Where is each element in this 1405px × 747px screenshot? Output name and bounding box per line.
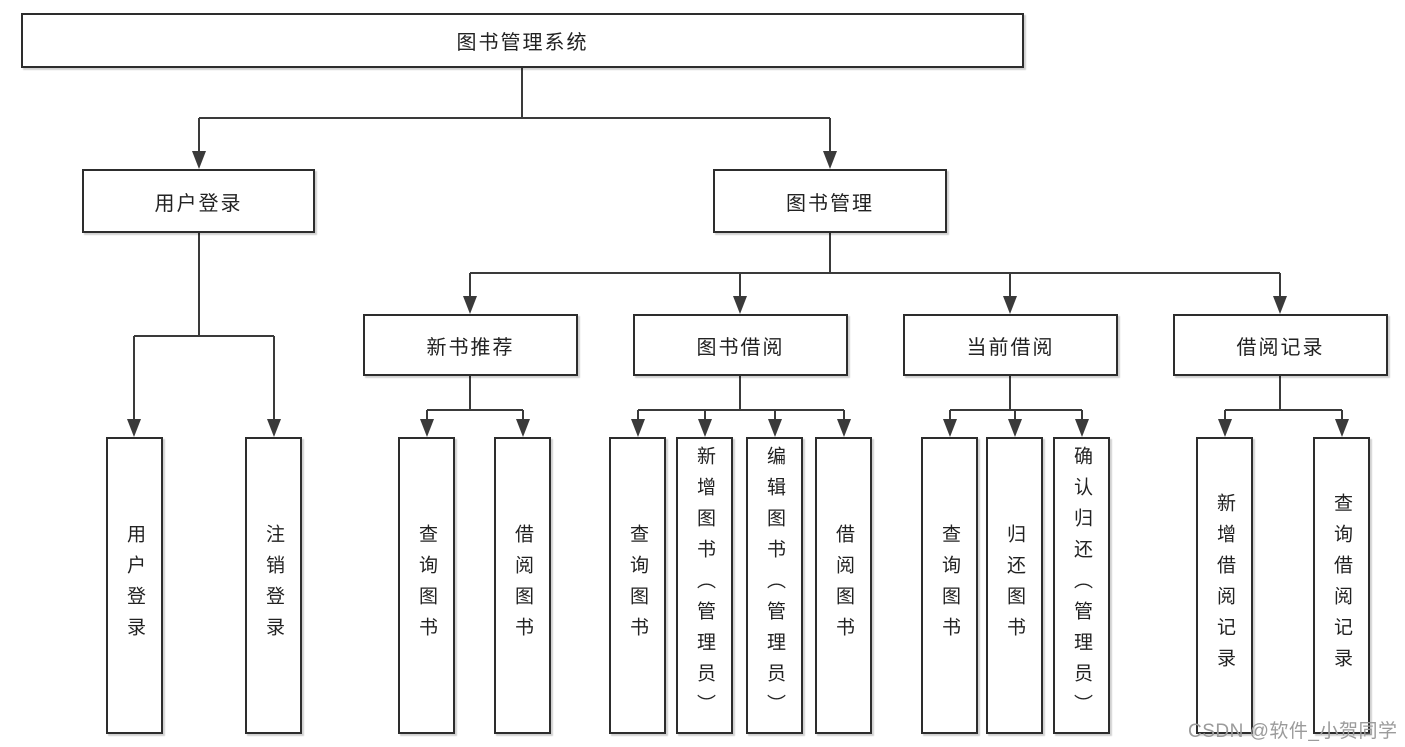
- connector-borrow-record-branch: [1218, 376, 1349, 437]
- leaf-return-book: 归还图书: [986, 437, 1043, 734]
- leaf-edit-book-admin: 编辑图书（管理员）: [746, 437, 803, 734]
- node-user-login: 用户登录: [82, 169, 315, 233]
- node-label: 图书管理: [786, 192, 874, 215]
- node-label: 用户登录: [124, 523, 145, 648]
- node-label: 确认归还（管理员）: [1071, 446, 1092, 725]
- node-label: 当前借阅: [966, 336, 1055, 359]
- node-label: 用户登录: [154, 192, 243, 215]
- leaf-query-book-rec: 查询图书: [398, 437, 455, 734]
- node-label: 借阅图书: [833, 523, 854, 648]
- connector-new-book-rec-branch: [420, 376, 530, 437]
- node-label: 图书借阅: [696, 336, 785, 359]
- node-new-book-rec: 新书推荐: [363, 314, 578, 376]
- node-root-system: 图书管理系统: [21, 13, 1024, 68]
- connector-root-to-level2: [192, 68, 837, 169]
- node-label: 归还图书: [1004, 523, 1025, 648]
- node-book-borrow: 图书借阅: [633, 314, 848, 376]
- node-borrow-record: 借阅记录: [1173, 314, 1388, 376]
- node-label: 借阅记录: [1236, 336, 1325, 359]
- node-label: 查询图书: [939, 523, 960, 648]
- node-label: 图书管理系统: [456, 32, 589, 54]
- node-current-borrow: 当前借阅: [903, 314, 1118, 376]
- node-book-mgmt: 图书管理: [713, 169, 947, 233]
- node-label: 查询图书: [416, 523, 437, 648]
- leaf-borrow-book-rec: 借阅图书: [494, 437, 551, 734]
- node-label: 借阅图书: [512, 523, 533, 648]
- node-label: 注销登录: [263, 523, 284, 648]
- leaf-query-book-current: 查询图书: [921, 437, 978, 734]
- watermark: CSDN @软件_小贺同学: [1188, 721, 1398, 742]
- node-label: 查询图书: [627, 523, 648, 648]
- leaf-query-book-borrow: 查询图书: [609, 437, 666, 734]
- connector-user-login-branch: [127, 233, 281, 437]
- leaf-user-login: 用户登录: [106, 437, 163, 734]
- node-label: 编辑图书（管理员）: [764, 446, 785, 725]
- connector-current-borrow-branch: [943, 376, 1089, 437]
- node-label: 新增图书（管理员）: [694, 446, 715, 725]
- node-label: 新增借阅记录: [1214, 492, 1235, 679]
- leaf-query-borrow-record: 查询借阅记录: [1313, 437, 1370, 734]
- leaf-confirm-return-admin: 确认归还（管理员）: [1053, 437, 1110, 734]
- leaf-add-book-admin: 新增图书（管理员）: [676, 437, 733, 734]
- node-label: 新书推荐: [426, 336, 515, 359]
- leaf-borrow-book: 借阅图书: [815, 437, 872, 734]
- leaf-add-borrow-record: 新增借阅记录: [1196, 437, 1253, 734]
- connector-book-borrow-branch: [631, 376, 851, 437]
- connector-book-mgmt-to-level3: [463, 233, 1287, 314]
- leaf-logout: 注销登录: [245, 437, 302, 734]
- node-label: 查询借阅记录: [1331, 492, 1352, 679]
